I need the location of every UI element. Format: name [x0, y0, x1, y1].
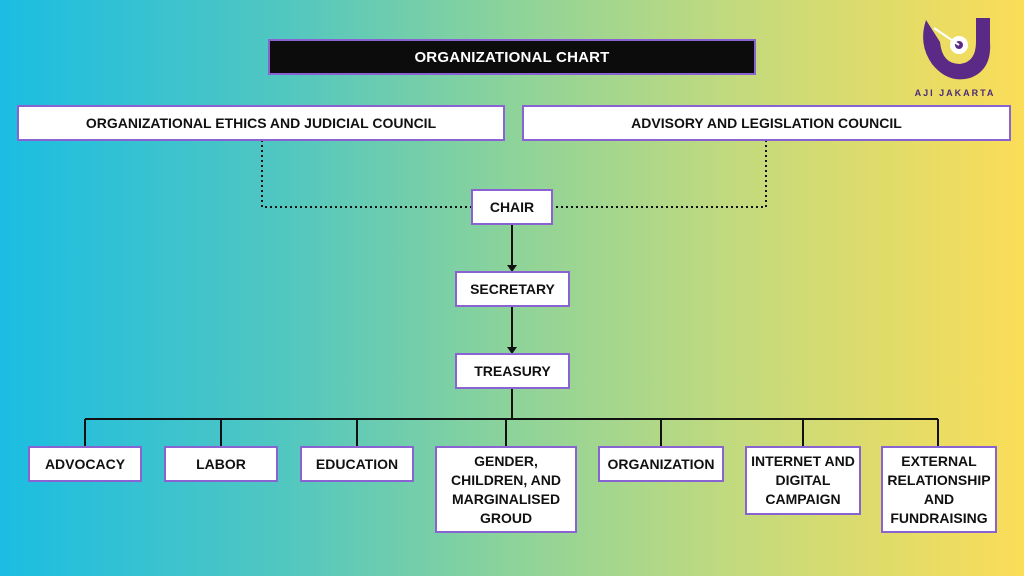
ethics-council-box: ORGANIZATIONAL ETHICS AND JUDICIAL COUNC… [17, 105, 505, 141]
division-labor-box: LABOR [164, 446, 278, 482]
pen-bird-logo-icon [923, 18, 991, 80]
chair-to-secretary-arrowhead [507, 265, 517, 272]
division-external-box: EXTERNAL RELATIONSHIP AND FUNDRAISING [881, 446, 997, 533]
division-education-box: EDUCATION [300, 446, 414, 482]
division-organization-box: ORGANIZATION [598, 446, 724, 482]
division-gender-box: GENDER, CHILDREN, AND MARGINALISED GROUD [435, 446, 577, 533]
secretary-box: SECRETARY [455, 271, 570, 307]
logo-caption: AJI JAKARTA [914, 88, 996, 98]
advisory-council-dotted-connector [552, 140, 767, 208]
advisory-council-box: ADVISORY AND LEGISLATION COUNCIL [522, 105, 1011, 141]
treasury-box: TREASURY [455, 353, 570, 389]
chart-title: ORGANIZATIONAL CHART [268, 39, 756, 75]
secretary-to-treasury-arrowhead [507, 347, 517, 354]
ethics-council-dotted-connector [261, 140, 472, 208]
division-advocacy-box: ADVOCACY [28, 446, 142, 482]
division-internet-box: INTERNET AND DIGITAL CAMPAIGN [745, 446, 861, 515]
aji-logo [923, 18, 991, 80]
chair-box: CHAIR [471, 189, 553, 225]
